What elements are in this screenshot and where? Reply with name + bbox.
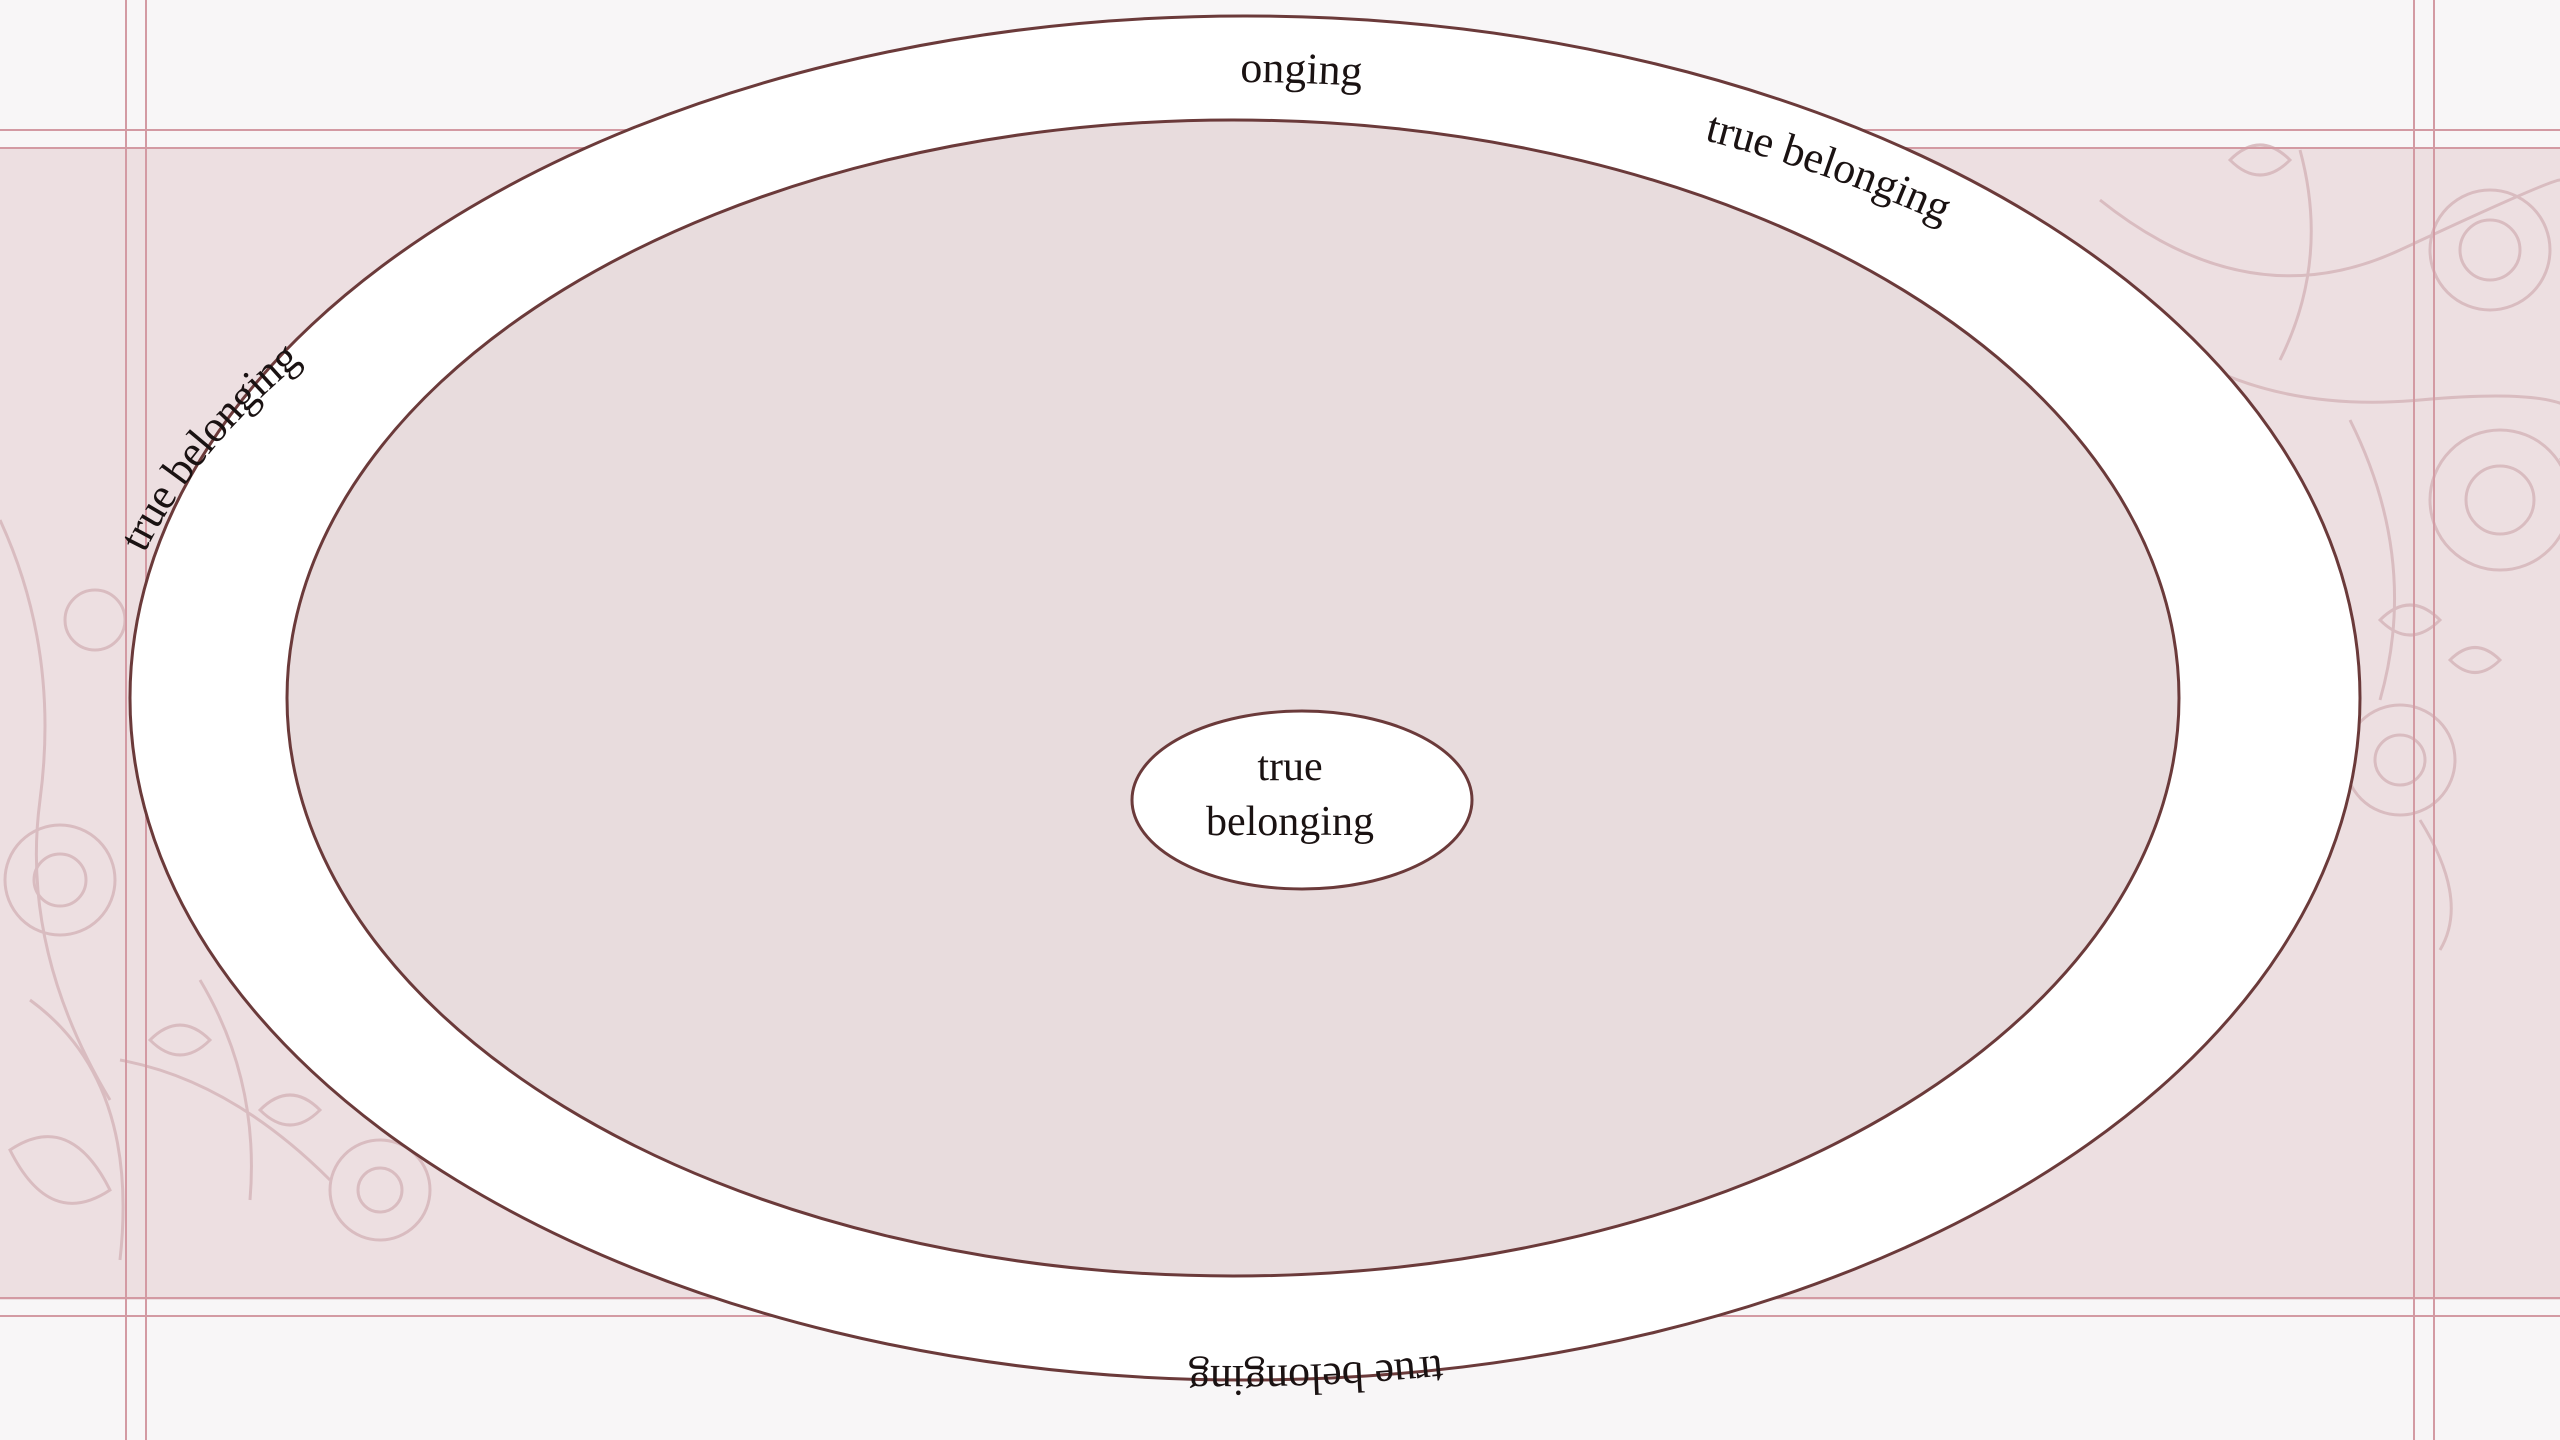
floral-decoration-left-icon	[0, 519, 432, 1261]
core-label-line2: belonging	[1206, 799, 1374, 845]
core-label-line1: true	[1257, 744, 1322, 790]
core-circle	[1130, 709, 1474, 891]
middle-circle	[285, 118, 2181, 1278]
